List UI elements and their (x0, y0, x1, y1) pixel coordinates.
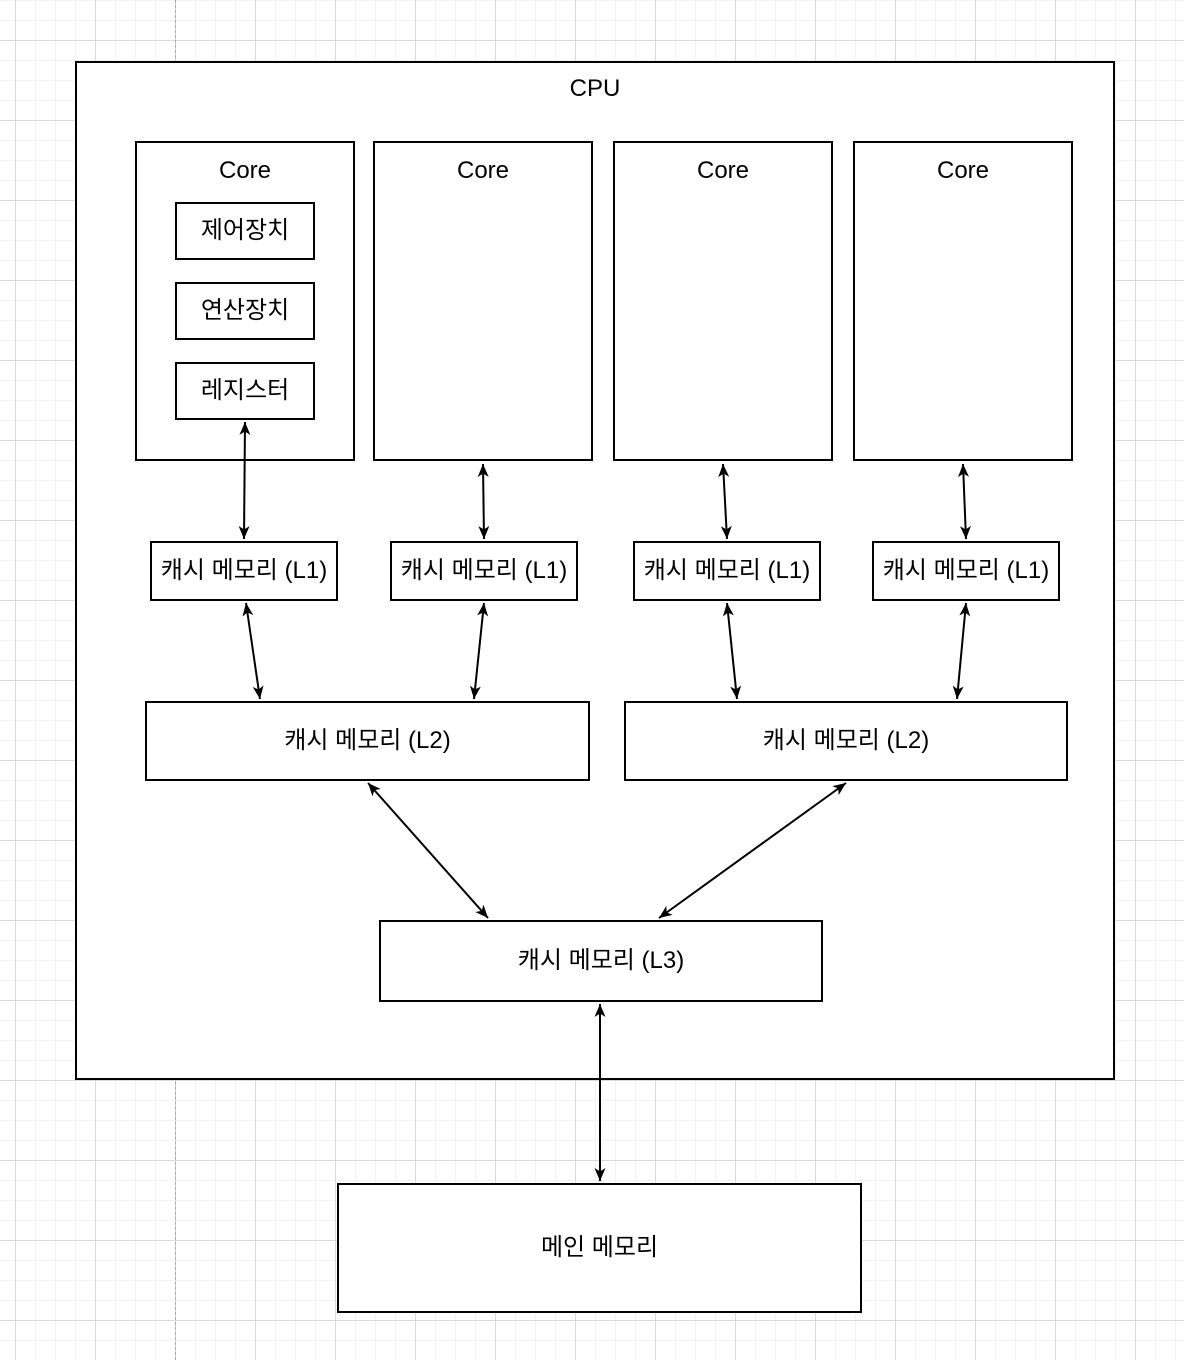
l2-cache-1-label: 캐시 메모리 (L2) (284, 727, 451, 754)
core-box-4[interactable]: Core (853, 141, 1073, 461)
l1-cache-box-1[interactable]: 캐시 메모리 (L1) (150, 541, 338, 601)
l1-cache-1-label: 캐시 메모리 (L1) (160, 557, 328, 584)
control-unit-label: 제어장치 (200, 217, 290, 244)
l1-cache-box-4[interactable]: 캐시 메모리 (L1) (872, 541, 1060, 601)
core-1-label: Core (218, 157, 272, 184)
alu-label: 연산장치 (200, 297, 290, 324)
core-box-2[interactable]: Core (373, 141, 593, 461)
main-memory-box[interactable]: 메인 메모리 (337, 1183, 862, 1313)
l3-cache-label: 캐시 메모리 (L3) (517, 947, 685, 974)
l2-cache-2-label: 캐시 메모리 (L2) (762, 727, 930, 754)
core-3-label: Core (696, 157, 750, 184)
control-unit-box[interactable]: 제어장치 (175, 202, 315, 260)
register-box[interactable]: 레지스터 (175, 362, 315, 420)
l3-cache-box[interactable]: 캐시 메모리 (L3) (379, 920, 823, 1002)
core-4-label: Core (936, 157, 990, 184)
l1-cache-2-label: 캐시 메모리 (L1) (400, 557, 568, 584)
alu-box[interactable]: 연산장치 (175, 282, 315, 340)
register-label: 레지스터 (200, 377, 290, 404)
l1-cache-3-label: 캐시 메모리 (L1) (643, 557, 811, 584)
cpu-label: CPU (569, 75, 621, 102)
l1-cache-box-3[interactable]: 캐시 메모리 (L1) (633, 541, 821, 601)
l2-cache-box-1[interactable]: 캐시 메모리 (L2) (145, 701, 590, 781)
main-memory-label: 메인 메모리 (540, 1234, 659, 1261)
core-box-3[interactable]: Core (613, 141, 833, 461)
l1-cache-4-label: 캐시 메모리 (L1) (882, 557, 1050, 584)
l1-cache-box-2[interactable]: 캐시 메모리 (L1) (390, 541, 578, 601)
l2-cache-box-2[interactable]: 캐시 메모리 (L2) (624, 701, 1068, 781)
core-2-label: Core (456, 157, 510, 184)
